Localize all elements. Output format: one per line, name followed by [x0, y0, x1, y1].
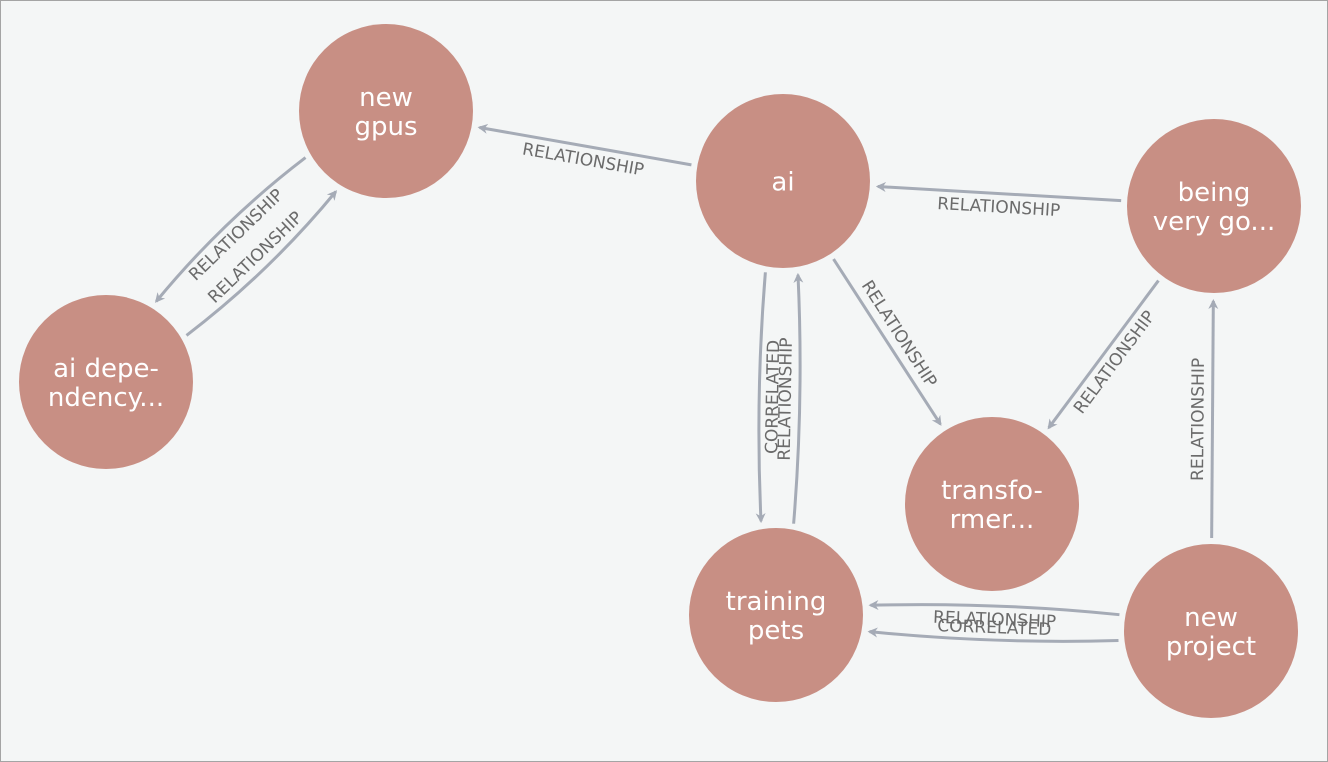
node-label-training-pets-0: training [726, 587, 827, 617]
node-circle-new-gpus[interactable] [299, 24, 473, 198]
edge-label-beinggood-to-transformer: RELATIONSHIP [1070, 307, 1160, 418]
node-label-transformer-1: rmer... [950, 505, 1035, 535]
node-label-new-gpus-0: new [359, 83, 413, 113]
edge-label-newproject-to-training-rel: RELATIONSHIP [933, 608, 1057, 633]
edge-label-beinggood-to-ai: RELATIONSHIP [937, 194, 1061, 221]
node-label-being-very-good-0: being [1178, 178, 1251, 208]
edge-newgpus-to-dep[interactable] [154, 156, 307, 303]
node-circle-transformer[interactable] [905, 417, 1079, 591]
edge-label-ai-to-training: CORRELATED [762, 340, 784, 454]
edge-label-ai-to-transformer: RELATIONSHIP [857, 277, 941, 391]
node-label-transformer-0: transfo- [941, 476, 1043, 506]
edge-beinggood-to-transformer[interactable] [1047, 279, 1160, 430]
node-circle-ai[interactable] [696, 94, 870, 268]
node-circle-being-very-good[interactable] [1127, 119, 1301, 293]
node-label-ai-dependency-1: ndency... [48, 383, 164, 413]
edge-dep-to-newgpus[interactable] [185, 190, 338, 337]
node-ai[interactable]: ai [696, 94, 870, 268]
node-ai-dependency[interactable]: ai depe-ndency... [19, 295, 193, 469]
edges-layer: RELATIONSHIP RELATIONSHIP RELATIONSHIP RELA… [154, 123, 1219, 643]
edge-label-training-to-ai: RELATIONSHIP [775, 337, 797, 460]
node-label-ai-dependency-0: ai depe- [53, 354, 159, 384]
edge-training-to-ai[interactable] [792, 272, 804, 524]
node-circle-new-project[interactable] [1124, 544, 1298, 718]
node-label-being-very-good-1: very go... [1153, 207, 1275, 237]
edge-beinggood-to-ai[interactable] [875, 181, 1122, 203]
edge-newproject-to-training-rel[interactable] [868, 600, 1120, 617]
node-transformer[interactable]: transfo-rmer... [905, 417, 1079, 591]
edge-newproject-to-training-cor[interactable] [867, 627, 1119, 643]
node-label-new-project-1: project [1166, 632, 1256, 662]
node-label-new-project-0: new [1184, 603, 1238, 633]
edge-label-newproject-to-beinggood: RELATIONSHIP [1188, 358, 1209, 481]
edge-label-newproject-to-training-cor: CORRELATED [937, 616, 1052, 640]
node-label-ai-0: ai [771, 168, 794, 198]
edge-ai-to-newgpus[interactable] [477, 123, 692, 167]
edge-ai-to-training[interactable] [755, 272, 767, 524]
node-circle-ai-dependency[interactable] [19, 295, 193, 469]
node-label-training-pets-1: pets [748, 616, 804, 646]
edge-ai-to-transformer[interactable] [832, 258, 942, 426]
node-label-new-gpus-1: gpus [354, 112, 417, 142]
edge-newproject-to-beinggood[interactable] [1208, 298, 1219, 539]
node-circle-training-pets[interactable] [689, 528, 863, 702]
